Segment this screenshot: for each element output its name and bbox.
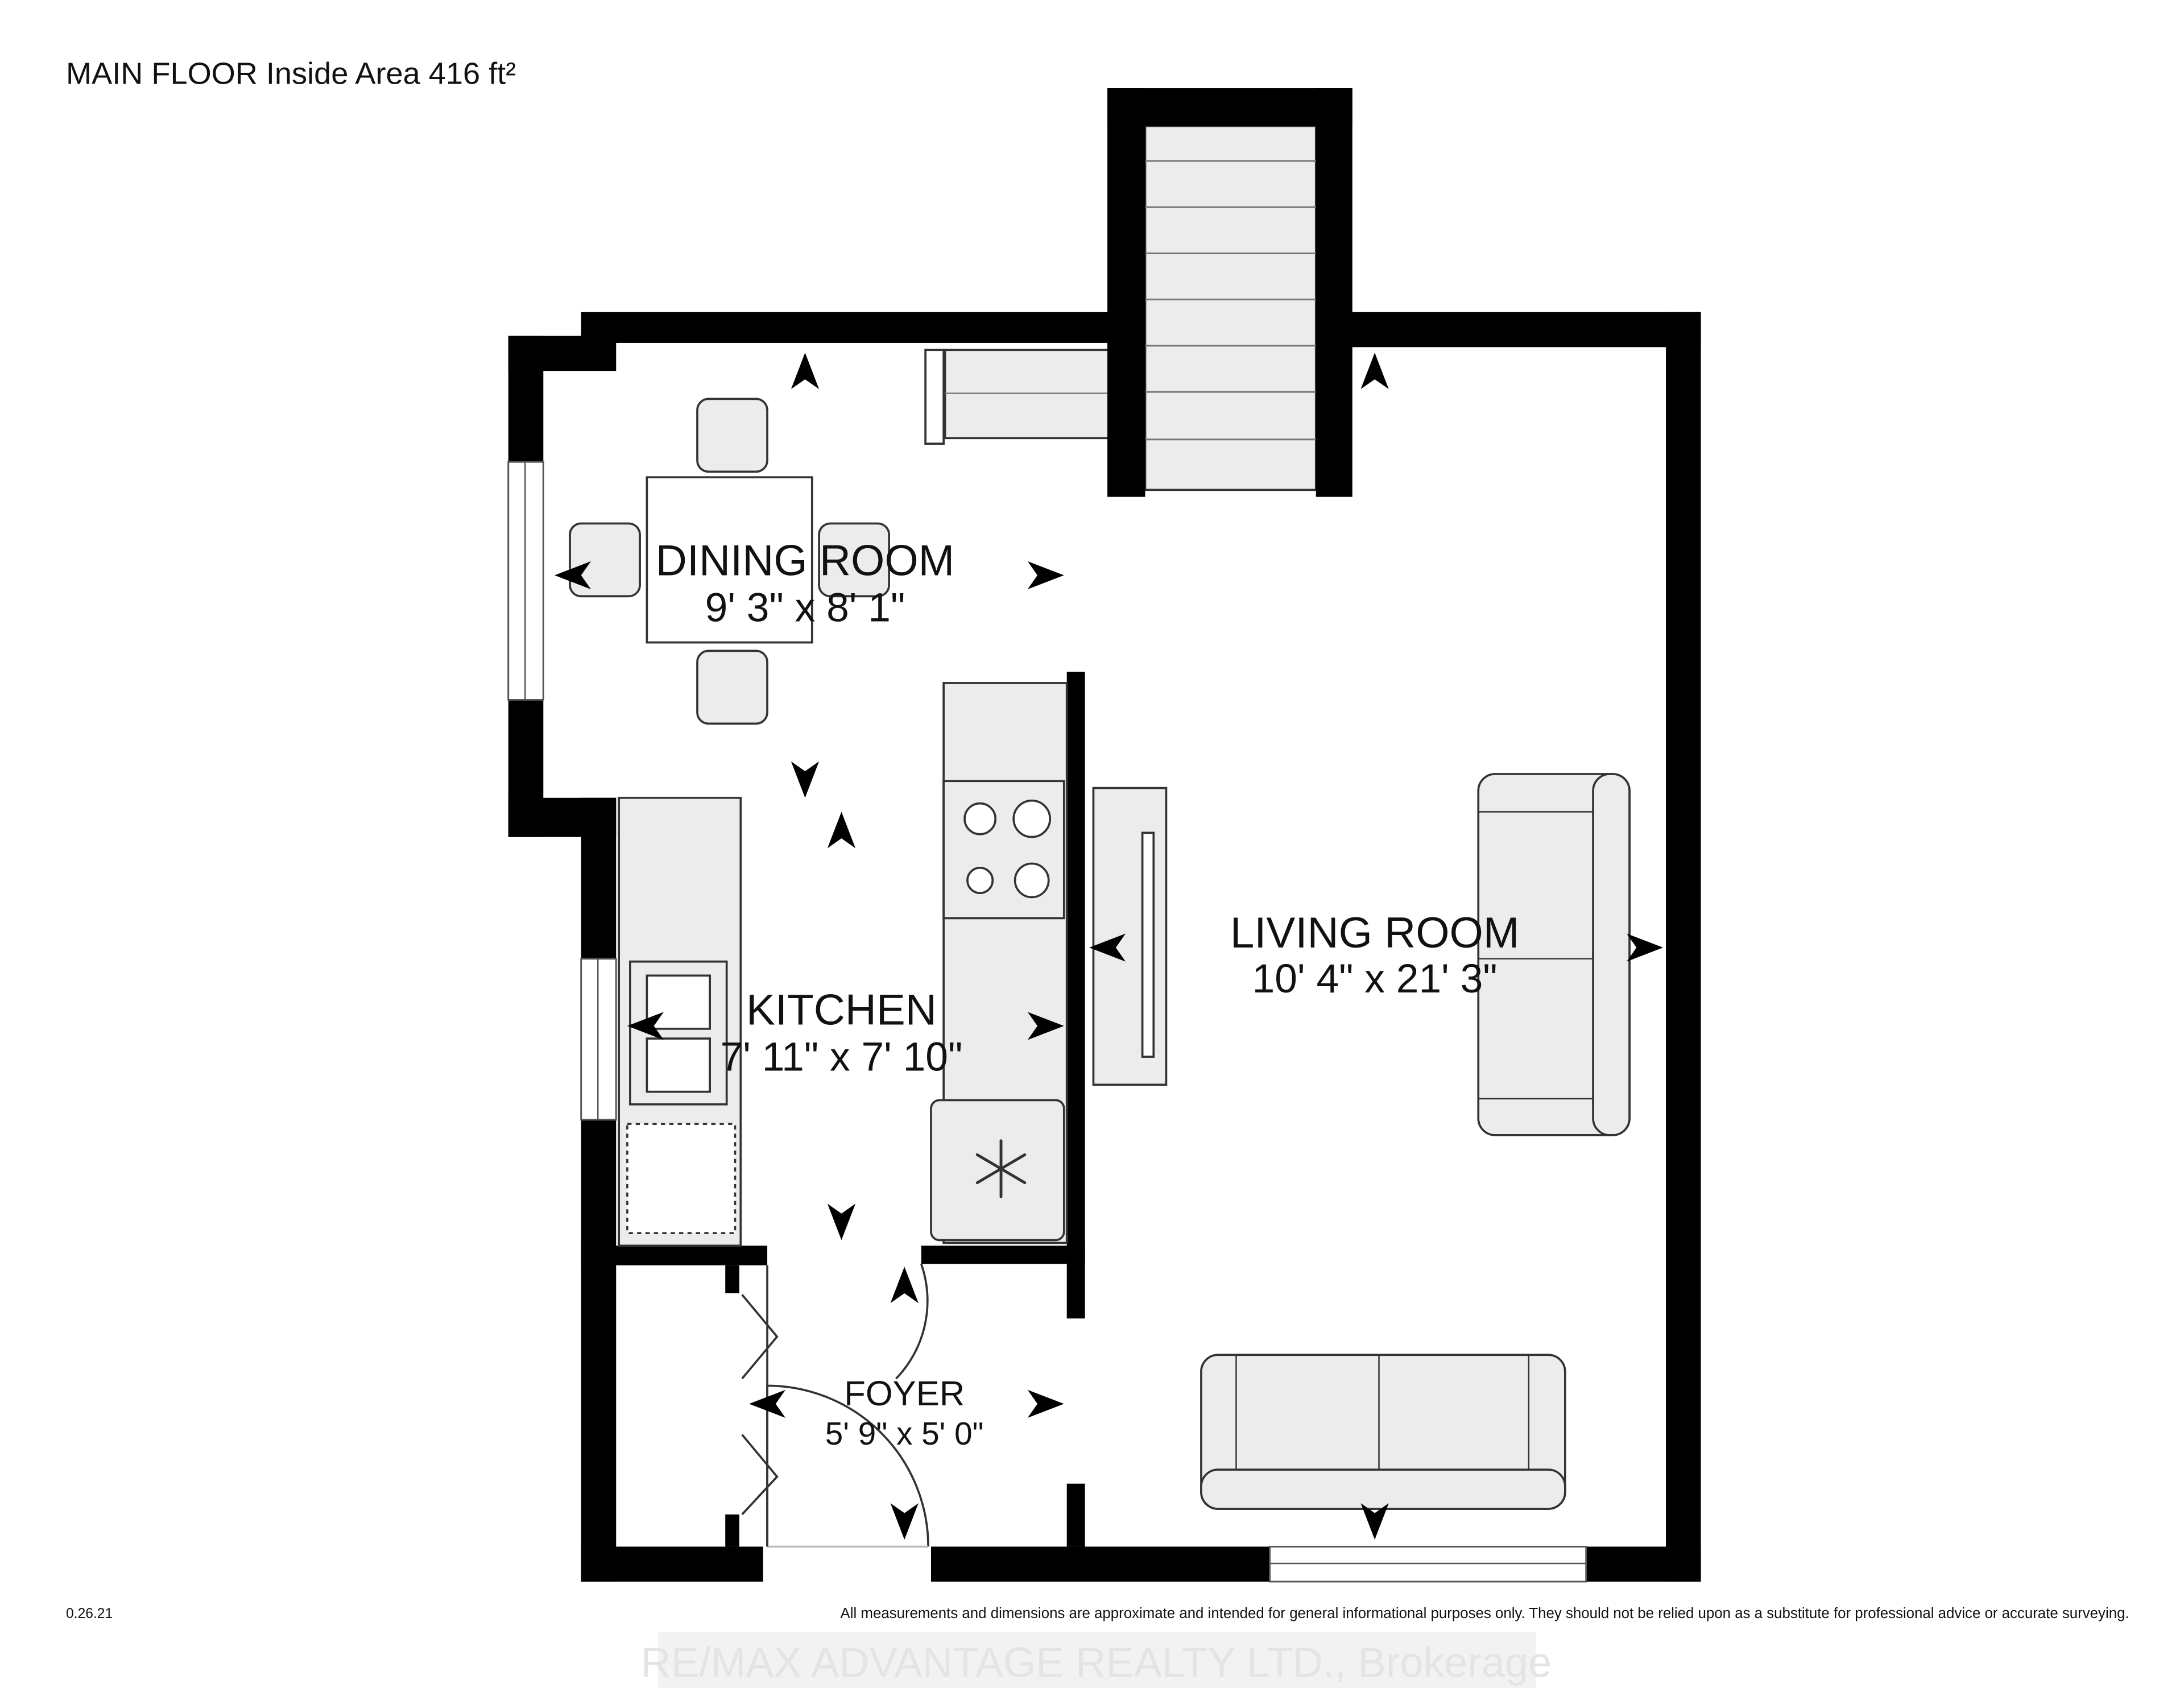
room-label-kitchen: KITCHEN 7' 11" x 7' 10" <box>721 986 963 1079</box>
windows <box>507 461 1587 1583</box>
room-label-living: LIVING ROOM 10' 4" x 21' 3" <box>1230 909 1520 1002</box>
version-label: 0.26.21 <box>66 1606 113 1621</box>
room-name: DINING ROOM <box>656 536 954 585</box>
direction-arrows <box>554 353 1664 1540</box>
room-label-foyer: FOYER 5' 9" x 5' 0" <box>825 1374 984 1451</box>
staircase <box>924 125 1317 491</box>
room-name: FOYER <box>844 1374 965 1413</box>
floor-title: MAIN FLOOR Inside Area 416 ft² <box>66 57 516 91</box>
room-label-dining: DINING ROOM 9' 3" x 8' 1" <box>656 536 954 630</box>
dining-table-set <box>569 398 890 725</box>
room-size: 7' 11" x 7' 10" <box>721 1035 963 1080</box>
room-size: 5' 9" x 5' 0" <box>825 1416 984 1451</box>
room-size: 10' 4" x 21' 3" <box>1252 956 1498 1002</box>
walls <box>508 88 1701 1582</box>
room-name: KITCHEN <box>746 986 937 1034</box>
disclaimer: All measurements and dimensions are appr… <box>841 1606 2129 1621</box>
snowflake-icon <box>975 1139 1027 1198</box>
watermark: RE/MAX ADVANTAGE REALTY LTD., Brokerage <box>641 1639 1552 1686</box>
room-name: LIVING ROOM <box>1230 909 1520 957</box>
living-furniture <box>1092 773 1631 1510</box>
room-size: 9' 3" x 8' 1" <box>705 585 905 631</box>
kitchen-fixtures <box>618 682 1068 1247</box>
watermark-backdrop <box>658 1632 1536 1688</box>
